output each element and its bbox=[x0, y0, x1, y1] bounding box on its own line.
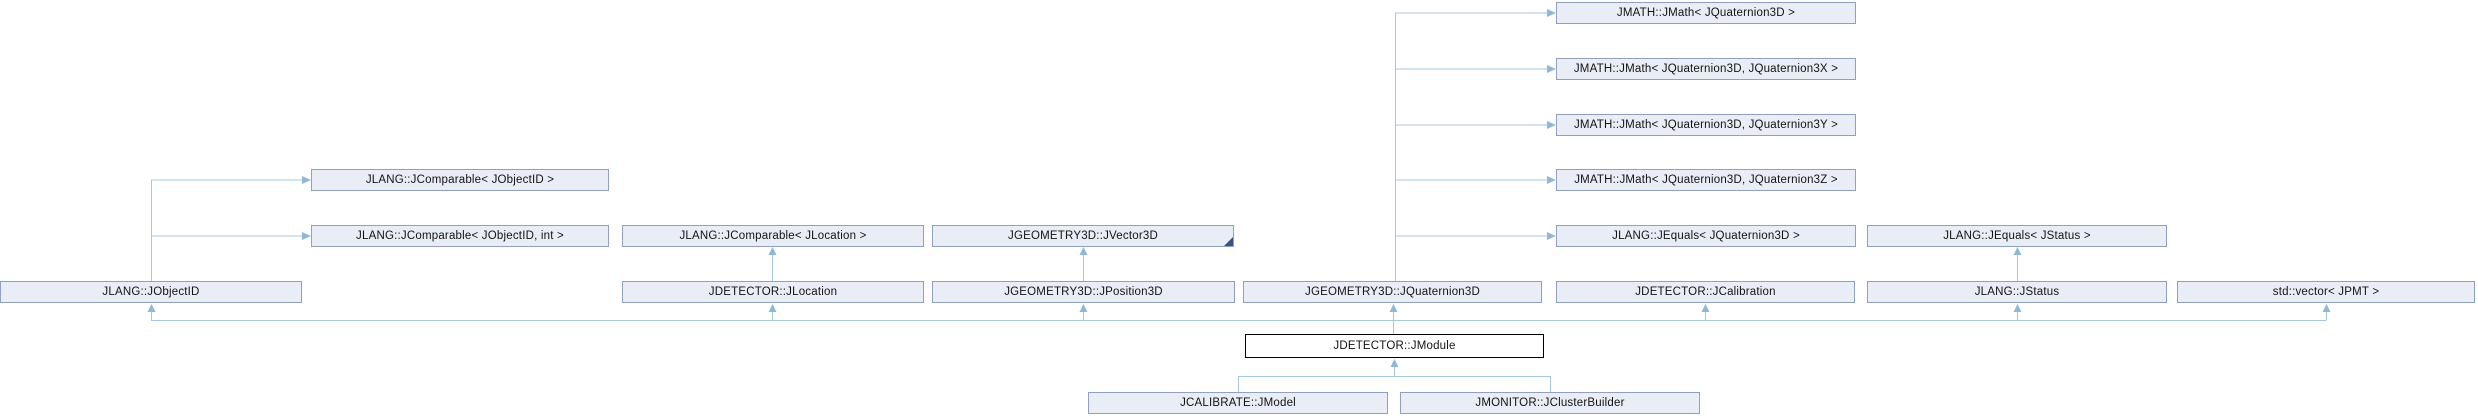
node-jobjectid[interactable]: JLANG::JObjectID bbox=[0, 281, 302, 303]
node-jlocation[interactable]: JDETECTOR::JLocation bbox=[622, 281, 924, 303]
module-children-edges bbox=[1237, 359, 1552, 392]
node-label: JGEOMETRY3D::JVector3D bbox=[1008, 230, 1158, 242]
node-jmath-jquaternion3d-y[interactable]: JMATH::JMath< JQuaternion3D, JQuaternion… bbox=[1556, 114, 1856, 136]
node-jquaternion3d[interactable]: JGEOMETRY3D::JQuaternion3D bbox=[1243, 281, 1542, 303]
objectid-parent-edges bbox=[150, 176, 311, 281]
node-jequals-jquaternion3d[interactable]: JLANG::JEquals< JQuaternion3D > bbox=[1556, 225, 1856, 247]
node-jstatus[interactable]: JLANG::JStatus bbox=[1867, 281, 2167, 303]
column-parent-edges bbox=[768, 247, 2022, 281]
node-jclusterbuilder[interactable]: JMONITOR::JClusterBuilder bbox=[1400, 392, 1700, 414]
node-jcomparable-jlocation[interactable]: JLANG::JComparable< JLocation > bbox=[622, 225, 924, 247]
node-jmath-jquaternion3d-x[interactable]: JMATH::JMath< JQuaternion3D, JQuaternion… bbox=[1556, 58, 1856, 80]
node-jmodel[interactable]: JCALIBRATE::JModel bbox=[1088, 392, 1388, 414]
node-jequals-jstatus[interactable]: JLANG::JEquals< JStatus > bbox=[1867, 225, 2167, 247]
node-jmath-jquaternion3d[interactable]: JMATH::JMath< JQuaternion3D > bbox=[1556, 2, 1856, 24]
node-jcalibration[interactable]: JDETECTOR::JCalibration bbox=[1556, 281, 1855, 303]
node-jcomparable-jobjectid-int[interactable]: JLANG::JComparable< JObjectID, int > bbox=[311, 225, 609, 247]
node-jmath-jquaternion3d-z[interactable]: JMATH::JMath< JQuaternion3D, JQuaternion… bbox=[1556, 169, 1856, 191]
node-std-vector-jpmt[interactable]: std::vector< JPMT > bbox=[2177, 281, 2475, 303]
node-jmodule-current-class: JDETECTOR::JModule bbox=[1245, 334, 1544, 358]
node-jcomparable-jobjectid[interactable]: JLANG::JComparable< JObjectID > bbox=[311, 169, 609, 191]
module-parent-bus bbox=[147, 304, 2331, 334]
node-jposition3d[interactable]: JGEOMETRY3D::JPosition3D bbox=[932, 281, 1235, 303]
quaternion-parent-edges bbox=[1394, 9, 1556, 281]
truncated-corner-icon bbox=[1224, 237, 1233, 246]
node-jvector3d[interactable]: JGEOMETRY3D::JVector3D bbox=[932, 225, 1234, 247]
